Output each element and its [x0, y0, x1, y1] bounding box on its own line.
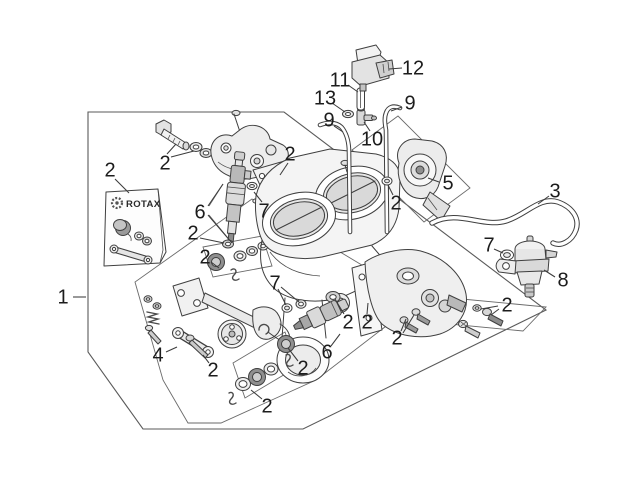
- callout-label-2: 2: [391, 328, 402, 350]
- callout-2-leader: [366, 302, 369, 315]
- callout-label-2: 2: [361, 312, 372, 334]
- callout-4-leader: [165, 346, 178, 353]
- pressure-sensor: [351, 44, 395, 92]
- fuel-injector-1: [222, 151, 258, 249]
- seal-kit-2: [228, 353, 294, 405]
- callout-label-2: 2: [284, 144, 295, 166]
- callout-7-leader: [253, 191, 263, 203]
- callout-6-leader: [207, 214, 233, 244]
- callout-label-2: 2: [297, 358, 308, 380]
- callout-7-leader: [277, 288, 287, 306]
- callout-2-leader: [166, 143, 177, 155]
- rotax-brand-label: ROTAX: [126, 199, 161, 210]
- callout-label-2: 2: [501, 295, 512, 317]
- callout-label-2: 2: [187, 223, 198, 245]
- rotax-parts-kit: ROTAX: [103, 188, 167, 267]
- callout-2-leader: [402, 314, 415, 334]
- callout-2-leader: [279, 162, 289, 176]
- callout-12-leader: [388, 67, 403, 70]
- regulator-o-ring: [500, 249, 514, 261]
- callout-label-2: 2: [159, 153, 170, 175]
- callout-2-leader: [400, 318, 407, 332]
- callout-6-leader: [207, 183, 224, 207]
- vacuum-hose-left: [317, 120, 353, 235]
- callout-label-7: 7: [269, 273, 280, 295]
- callout-label-1: 1: [57, 287, 68, 309]
- callout-2-leader: [170, 150, 195, 158]
- callout-13-leader: [331, 102, 346, 113]
- fuel-rail-bracket: [351, 249, 467, 338]
- mounting-bolt-and-washers: [155, 119, 213, 158]
- callout-5-leader: [427, 177, 440, 183]
- screw-kit: [458, 304, 504, 339]
- callout-8-leader: [543, 269, 556, 278]
- throttle-position-sensor: [397, 138, 451, 222]
- callout-label-7: 7: [483, 235, 494, 257]
- callout-label-5: 5: [442, 173, 453, 195]
- callout-7-leader: [493, 248, 504, 254]
- callout-label-7: 7: [258, 201, 269, 223]
- callout-label-9: 9: [404, 93, 415, 115]
- callout-label-10: 10: [361, 129, 383, 151]
- callout-2-leader: [199, 237, 225, 244]
- callout-9-leader: [390, 106, 403, 112]
- breather-hose: [429, 198, 580, 247]
- sealing-washer-13: [342, 109, 354, 119]
- callout-label-6: 6: [321, 342, 332, 364]
- seal-kit-1: [207, 241, 269, 281]
- callout-2-leader: [287, 347, 299, 362]
- callout-label-2: 2: [104, 160, 115, 182]
- callout-label-4: 4: [152, 345, 163, 367]
- throttle-linkage-group: [143, 277, 290, 359]
- callout-label-11: 11: [330, 70, 351, 92]
- callout-label-3: 3: [549, 181, 560, 203]
- throttle-body: [255, 148, 401, 384]
- callout-6-leader: [330, 333, 341, 347]
- callout-2-leader: [202, 354, 210, 364]
- vacuum-hose-right: [382, 104, 403, 235]
- callout-2-leader: [480, 305, 499, 310]
- callout-7-leader: [280, 286, 300, 303]
- callout-2-leader: [210, 261, 220, 269]
- callout-2-leader: [490, 308, 500, 316]
- fuel-injector-2: [281, 291, 349, 331]
- callout-10-leader: [363, 121, 371, 132]
- callout-label-9: 9: [323, 110, 334, 132]
- tps-o-ring: [381, 176, 393, 186]
- callout-label-12: 12: [402, 58, 424, 80]
- callout-2-leader: [250, 389, 263, 400]
- fuel-pressure-regulator: [495, 235, 558, 298]
- callout-label-2: 2: [342, 312, 353, 334]
- callout-label-8: 8: [557, 270, 568, 292]
- callout-2-leader: [114, 178, 130, 194]
- callout-3-leader: [537, 195, 550, 205]
- callout-2-leader: [387, 184, 394, 196]
- callout-2-leader: [334, 298, 345, 315]
- callout-label-2: 2: [390, 193, 401, 215]
- callout-label-2: 2: [199, 247, 210, 269]
- callout-label-6: 6: [194, 202, 205, 224]
- callout-label-13: 13: [314, 88, 336, 110]
- t-fitting: [356, 106, 377, 126]
- callout-label-2: 2: [207, 360, 218, 382]
- callout-label-2: 2: [261, 396, 272, 418]
- callout-11-leader: [347, 84, 359, 93]
- intake-seal-ring: [277, 335, 295, 353]
- callout-9-leader: [333, 125, 344, 133]
